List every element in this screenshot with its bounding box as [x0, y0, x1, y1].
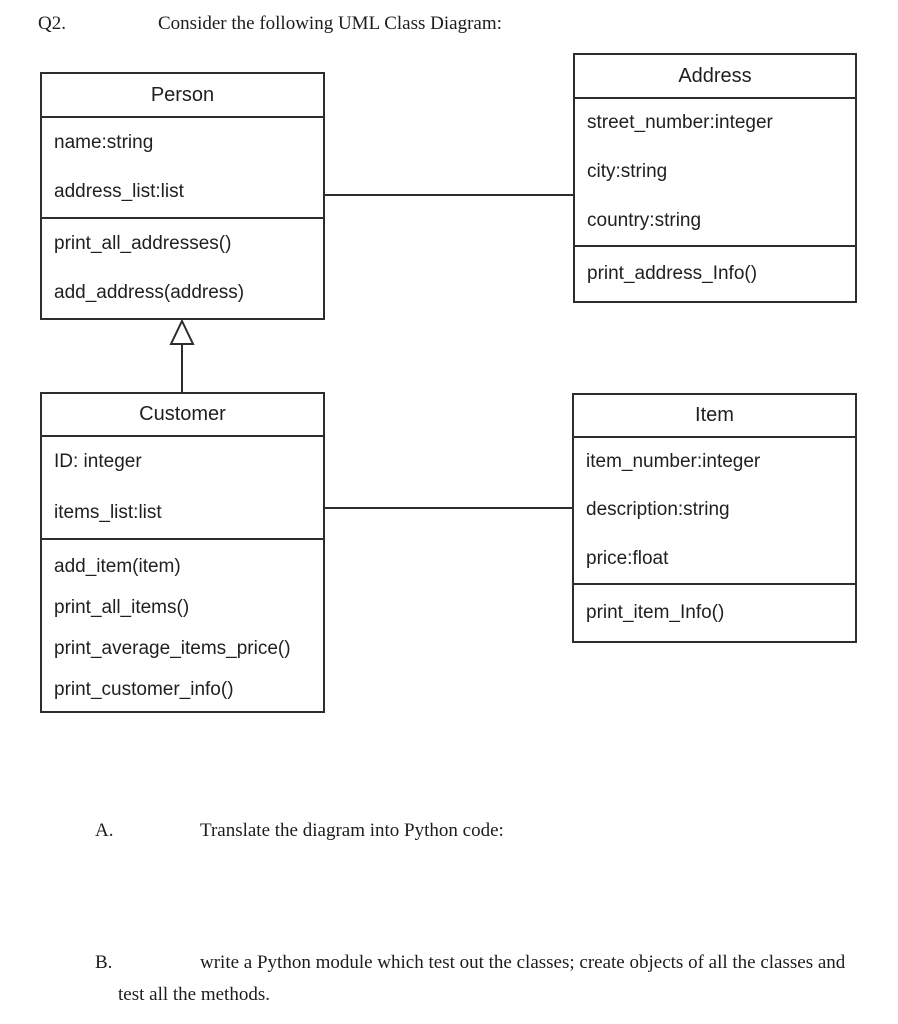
attributes-compartment: item_number:integer description:string p…	[574, 438, 855, 583]
part-a-text: Translate the diagram into Python code:	[200, 820, 504, 841]
class-attribute: country:string	[587, 209, 702, 231]
class-attribute: items_list:list	[54, 501, 162, 523]
question-label: Q2.	[38, 13, 66, 34]
part-b-text-line1: write a Python module which test out the…	[200, 952, 846, 973]
class-attribute: price:float	[586, 547, 669, 569]
class-attribute: ID: integer	[54, 451, 142, 473]
class-title: Address	[575, 55, 855, 99]
attributes-compartment: street_number:integer city:string countr…	[575, 99, 855, 245]
association-line-customer-item	[325, 507, 572, 509]
methods-compartment: print_all_addresses() add_address(addres…	[42, 217, 323, 318]
attributes-compartment: name:string address_list:list	[42, 118, 323, 217]
class-method: print_item_Info()	[586, 602, 725, 623]
class-method: add_item(item)	[54, 555, 181, 577]
class-method: print_customer_info()	[54, 679, 234, 701]
methods-compartment: add_item(item) print_all_items() print_a…	[42, 538, 323, 711]
generalization-arrow-icon	[169, 320, 195, 345]
class-box-item: Item item_number:integer description:str…	[572, 393, 857, 643]
class-attribute: description:string	[586, 499, 730, 521]
part-b-label: B.	[95, 952, 113, 973]
class-title: Item	[574, 395, 855, 438]
class-attribute: street_number:integer	[587, 112, 773, 134]
class-title: Customer	[42, 394, 323, 437]
association-line-person-address	[325, 194, 573, 196]
class-method: add_address(address)	[54, 282, 245, 304]
class-attribute: name:string	[54, 131, 154, 153]
question-instruction: Consider the following UML Class Diagram…	[158, 13, 502, 34]
part-a-label: A.	[95, 820, 114, 841]
class-box-person: Person name:string address_list:list pri…	[40, 72, 325, 320]
class-attribute: address_list:list	[54, 181, 184, 203]
class-attribute: city:string	[587, 160, 668, 182]
part-b-text-line2: test all the methods.	[118, 984, 270, 1005]
methods-compartment: print_address_Info()	[575, 245, 855, 301]
generalization-line-customer-person	[181, 344, 183, 392]
class-method: print_all_items()	[54, 596, 190, 618]
class-title: Person	[42, 74, 323, 118]
class-method: print_address_Info()	[587, 263, 758, 284]
attributes-compartment: ID: integer items_list:list	[42, 437, 323, 538]
class-attribute: item_number:integer	[586, 451, 761, 473]
class-method: print_average_items_price()	[54, 638, 291, 660]
class-box-customer: Customer ID: integer items_list:list add…	[40, 392, 325, 713]
methods-compartment: print_item_Info()	[574, 583, 855, 641]
class-box-address: Address street_number:integer city:strin…	[573, 53, 857, 303]
class-method: print_all_addresses()	[54, 232, 232, 254]
